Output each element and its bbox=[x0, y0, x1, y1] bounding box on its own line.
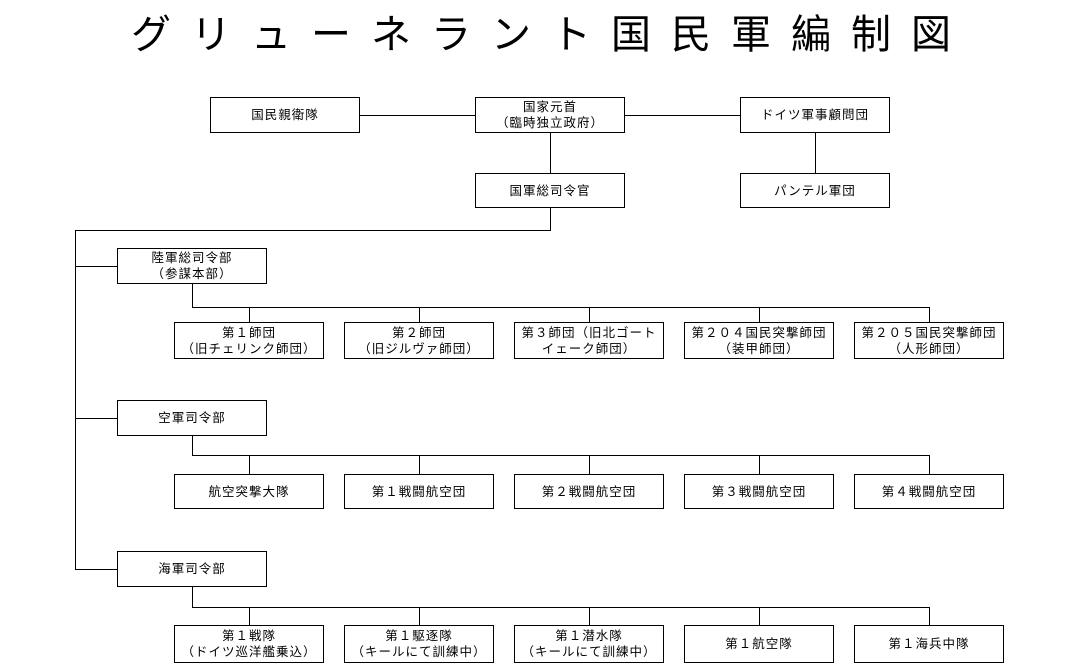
connector-line bbox=[360, 115, 475, 116]
org-box-label: 第１潜水隊 bbox=[555, 629, 623, 643]
connector-line bbox=[192, 607, 930, 608]
org-box-kugun-shireibu: 空軍司令部 bbox=[117, 400, 267, 436]
org-box-label: 第１駆逐隊 bbox=[385, 629, 453, 643]
org-box-label: 第１戦隊 bbox=[221, 629, 276, 643]
org-box-label: （キールにて訓練中） bbox=[521, 645, 657, 659]
connector-line bbox=[815, 133, 816, 173]
connector-line bbox=[75, 230, 76, 570]
connector-line bbox=[192, 587, 193, 607]
connector-line bbox=[249, 455, 250, 474]
org-box-dai204-shidan: 第２０４国民突撃師団（装甲師団） bbox=[684, 322, 834, 359]
connector-line bbox=[929, 307, 930, 322]
org-box-label: ドイツ軍事顧問団 bbox=[760, 108, 869, 122]
org-box-kaigun-shireibu: 海軍司令部 bbox=[117, 551, 267, 587]
connector-line bbox=[625, 115, 740, 116]
org-box-label: 第１海兵中隊 bbox=[888, 637, 970, 651]
org-box-kokugun-soshireikan: 国軍総司令官 bbox=[475, 173, 625, 208]
connector-line bbox=[75, 266, 117, 267]
org-box-panteru-gundan: パンテル軍団 bbox=[740, 173, 890, 208]
connector-line bbox=[759, 455, 760, 474]
connector-line bbox=[589, 455, 590, 474]
org-box-label: 第２師団 bbox=[391, 325, 446, 340]
org-box-label: 国軍総司令官 bbox=[509, 183, 591, 198]
org-box-label: イェーク師団） bbox=[541, 341, 637, 356]
connector-line bbox=[419, 607, 420, 625]
connector-line bbox=[589, 607, 590, 625]
org-box-koku-totsugeki-daitai: 航空突撃大隊 bbox=[174, 474, 324, 509]
org-box-label: 国民親衛隊 bbox=[251, 108, 319, 122]
org-box-label: （装甲師団） bbox=[718, 341, 800, 356]
connector-line bbox=[929, 607, 930, 625]
org-box-doitsu-gunji-komondan: ドイツ軍事顧問団 bbox=[740, 97, 890, 133]
connector-line bbox=[550, 208, 551, 230]
org-box-label: （参謀本部） bbox=[151, 267, 233, 281]
connector-line bbox=[589, 307, 590, 322]
org-box-label: 第４戦闘航空団 bbox=[881, 484, 977, 499]
org-box-label: 第３師団（旧北ゴート bbox=[521, 325, 657, 340]
connector-line bbox=[75, 418, 117, 419]
connector-line bbox=[419, 307, 420, 322]
org-box-dai1-kaihei-chutai: 第１海兵中隊 bbox=[854, 625, 1004, 663]
org-box-dai3-shidan: 第３師団（旧北ゴートイェーク師団） bbox=[514, 322, 664, 359]
connector-line bbox=[75, 230, 551, 231]
org-box-label: （キールにて訓練中） bbox=[351, 645, 487, 659]
org-box-label: 空軍司令部 bbox=[158, 411, 226, 425]
org-box-label: 第２０４国民突撃師団 bbox=[691, 325, 827, 340]
connector-line bbox=[759, 607, 760, 625]
org-box-dai1-kuchikutai: 第１駆逐隊 （キールにて訓練中） bbox=[344, 625, 494, 663]
org-box-dai205-shidan: 第２０５国民突撃師団（人形師団） bbox=[854, 322, 1004, 359]
org-box-dai4-sento-kokudan: 第４戦闘航空団 bbox=[854, 474, 1004, 509]
org-box-label: （臨時独立政府） bbox=[495, 116, 604, 130]
org-box-dai1-sentai: 第１戦隊 （ドイツ巡洋艦乗込） bbox=[174, 625, 324, 663]
org-box-rikugun-soshireibu: 陸軍総司令部 （参謀本部） bbox=[117, 248, 267, 284]
org-box-dai1-kokutai: 第１航空隊 bbox=[684, 625, 834, 663]
org-box-label: 第２戦闘航空団 bbox=[541, 484, 637, 499]
org-box-label: パンテル軍団 bbox=[774, 183, 856, 198]
connector-line bbox=[249, 607, 250, 625]
org-box-dai1-sento-kokudan: 第１戦闘航空団 bbox=[344, 474, 494, 509]
org-box-label: 第１航空隊 bbox=[725, 637, 793, 651]
org-box-label: 航空突撃大隊 bbox=[208, 484, 290, 499]
org-box-label: 第３戦闘航空団 bbox=[711, 484, 807, 499]
connector-line bbox=[192, 455, 930, 456]
org-box-kokka-genshu: 国家元首 （臨時独立政府） bbox=[475, 97, 625, 133]
connector-line bbox=[192, 307, 930, 308]
connector-line bbox=[192, 436, 193, 455]
org-box-label: 第２０５国民突撃師団 bbox=[861, 325, 997, 340]
org-box-label: （旧チェリンク師団） bbox=[181, 341, 317, 356]
org-box-label: 第１師団 bbox=[221, 325, 276, 340]
org-box-kokumin-shineitai: 国民親衛隊 bbox=[210, 97, 360, 133]
connector-line bbox=[419, 455, 420, 474]
connector-line bbox=[192, 284, 193, 307]
org-box-label: 国家元首 bbox=[522, 100, 577, 114]
org-box-label: （人形師団） bbox=[888, 341, 970, 356]
connector-line bbox=[759, 307, 760, 322]
org-box-label: （ドイツ巡洋艦乗込） bbox=[181, 645, 317, 659]
org-box-label: 陸軍総司令部 bbox=[151, 251, 233, 265]
org-box-dai2-sento-kokudan: 第２戦闘航空団 bbox=[514, 474, 664, 509]
org-box-dai2-shidan: 第２師団（旧ジルヴァ師団） bbox=[344, 322, 494, 359]
connector-line bbox=[249, 307, 250, 322]
org-box-dai3-sento-kokudan: 第３戦闘航空団 bbox=[684, 474, 834, 509]
org-box-dai1-shidan: 第１師団（旧チェリンク師団） bbox=[174, 322, 324, 359]
org-box-label: 海軍司令部 bbox=[158, 562, 226, 576]
org-box-label: 第１戦闘航空団 bbox=[371, 484, 467, 499]
connector-line bbox=[75, 569, 117, 570]
org-box-label: （旧ジルヴァ師団） bbox=[358, 341, 480, 356]
org-box-dai1-sensuitai: 第１潜水隊 （キールにて訓練中） bbox=[514, 625, 664, 663]
connector-line bbox=[929, 455, 930, 474]
diagram-title: グリューネラント国民軍編制図 bbox=[131, 12, 971, 57]
connector-line bbox=[550, 133, 551, 173]
